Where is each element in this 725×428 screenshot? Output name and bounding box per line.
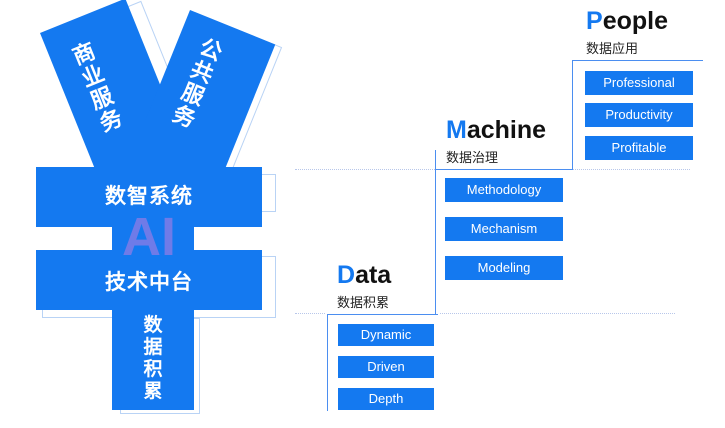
item-driven: Driven — [338, 356, 434, 378]
stem-label: 数据积累 — [143, 314, 163, 402]
step-machine-title: Machine — [446, 116, 547, 144]
dotted-guide-lower — [295, 313, 325, 314]
dotted-guide-upper — [295, 169, 435, 170]
step-data-subtitle: 数据积累 — [337, 296, 390, 311]
step-machine-riser — [572, 60, 573, 170]
step-machine-bracket — [435, 169, 572, 170]
ai-mark: AI — [122, 207, 176, 267]
dotted-guide-right — [440, 313, 675, 314]
item-profitable: Profitable — [585, 136, 693, 160]
step-data-bracket — [327, 314, 438, 411]
item-productivity: Productivity — [585, 103, 693, 127]
item-depth: Depth — [338, 388, 434, 410]
step-machine-subtitle: 数据治理 — [446, 151, 499, 166]
item-professional: Professional — [585, 71, 693, 95]
item-modeling: Modeling — [445, 256, 563, 280]
item-methodology: Methodology — [445, 178, 563, 202]
step-people-title: People — [586, 7, 668, 35]
step-people-subtitle: 数据应用 — [586, 42, 639, 57]
bottom-bar — [36, 250, 262, 310]
top-bar — [36, 167, 262, 227]
step-data-title: Data — [337, 261, 392, 289]
dotted-guide-mid — [565, 169, 690, 170]
item-dynamic: Dynamic — [338, 324, 434, 346]
step-people-bracket — [572, 60, 703, 61]
bottom-bar-label: 技术中台 — [105, 270, 193, 294]
top-bar-label: 数智系统 — [105, 184, 193, 208]
step-data-riser — [435, 150, 436, 315]
item-mechanism: Mechanism — [445, 217, 563, 241]
